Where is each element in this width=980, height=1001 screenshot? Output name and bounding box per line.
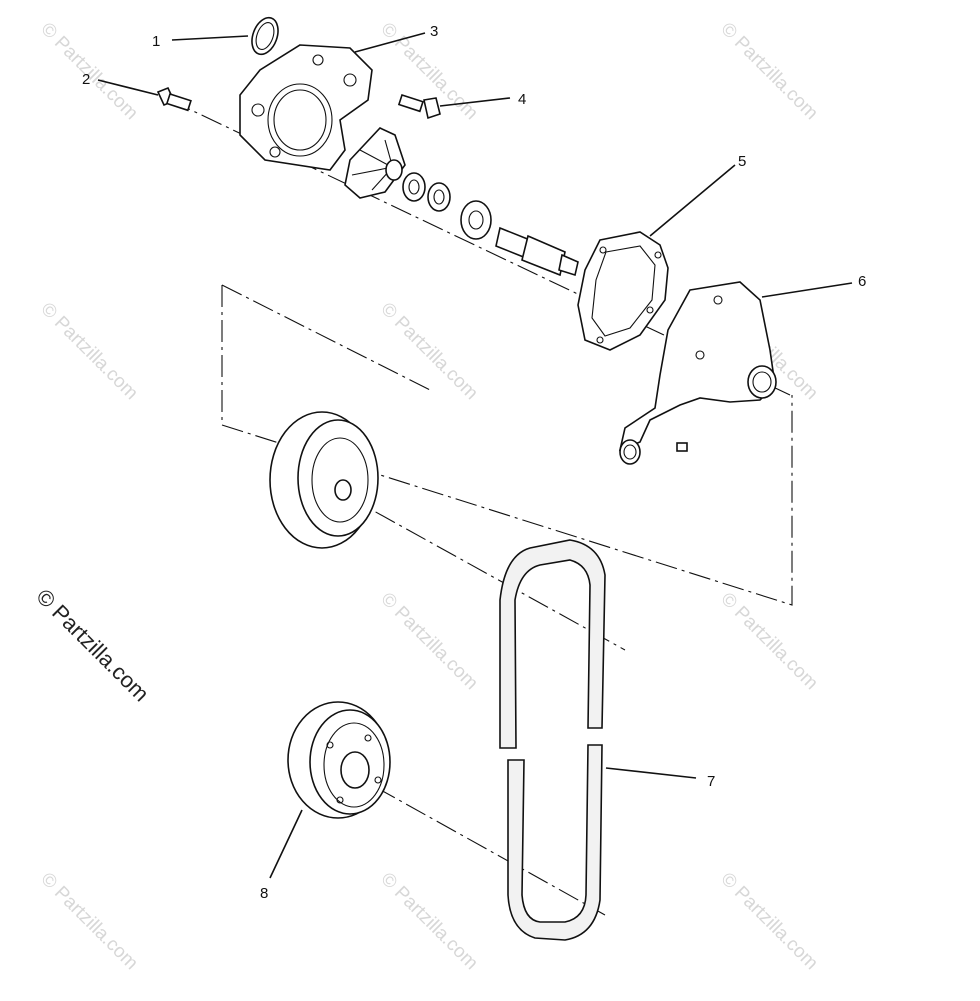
callout-6: 6 xyxy=(858,273,866,290)
gasket xyxy=(577,231,669,351)
pump-cover xyxy=(239,44,373,171)
callout-4: 4 xyxy=(518,91,526,108)
watermark: © Partzilla.com xyxy=(36,869,141,974)
watermark-layer: © Partzilla.com © Partzilla.com © Partzi… xyxy=(36,19,821,974)
seal-bearings xyxy=(402,172,492,240)
watermark: © Partzilla.com xyxy=(376,299,481,404)
watermark: © Partzilla.com xyxy=(716,589,821,694)
lower-pulley xyxy=(287,701,391,819)
watermark-main: © Partzilla.com xyxy=(31,584,154,707)
callout-7: 7 xyxy=(707,773,715,790)
leader-lines xyxy=(97,32,853,879)
callout-2: 2 xyxy=(82,71,90,88)
bolt-2 xyxy=(156,86,192,112)
callout-3: 3 xyxy=(430,23,438,40)
watermark: © Partzilla.com xyxy=(376,869,481,974)
watermark: © Partzilla.com xyxy=(36,299,141,404)
pump-housing xyxy=(618,281,777,465)
bolt-4 xyxy=(397,93,441,120)
o-ring xyxy=(251,16,279,56)
callout-5: 5 xyxy=(738,153,746,170)
callout-1: 1 xyxy=(152,33,160,50)
drive-belt xyxy=(499,539,606,941)
watermark: © Partzilla.com xyxy=(376,589,481,694)
callout-8: 8 xyxy=(260,885,268,902)
watermark: © Partzilla.com xyxy=(716,19,821,124)
shaft xyxy=(495,226,579,277)
watermark: © Partzilla.com xyxy=(716,869,821,974)
upper-pulley xyxy=(269,411,379,549)
impeller xyxy=(344,127,406,199)
callouts: 1 2 3 4 5 6 7 8 xyxy=(82,23,866,902)
